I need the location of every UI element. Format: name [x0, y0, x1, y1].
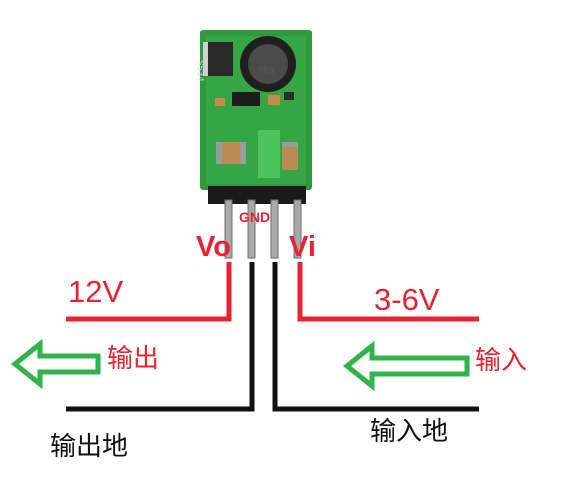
input-voltage-label: 3-6V	[374, 282, 440, 317]
input-ground-wire	[272, 262, 479, 412]
pin-vo	[224, 199, 233, 259]
input-ground-label: 输入地	[370, 417, 449, 447]
output-ground-label: 输出地	[50, 432, 129, 462]
copper-trace	[258, 130, 280, 178]
output-voltage-label: 12V	[68, 274, 124, 309]
smd-capacitor	[268, 95, 280, 105]
boost-module	[200, 30, 312, 259]
diode-band	[203, 42, 208, 76]
pin-vo-label: Vo	[196, 231, 231, 263]
capacitor-left	[216, 142, 246, 164]
capacitor-left-cap2	[240, 142, 246, 164]
input-label: 输入	[475, 346, 528, 376]
output-label: 输出	[107, 344, 160, 374]
capacitor-right-cap	[282, 142, 298, 147]
input-positive-wire	[297, 262, 479, 322]
output-positive-wire	[66, 262, 232, 322]
smd-part	[284, 92, 294, 100]
input-arrow-icon	[342, 340, 470, 392]
capacitor-left-cap	[216, 142, 222, 164]
pin-vi-label: Vi	[289, 231, 316, 263]
pin-gnd-label: GND	[239, 209, 271, 225]
pin-gnd-2	[270, 199, 279, 259]
diode-marking: SS34	[195, 60, 205, 82]
ic-chip	[232, 92, 260, 106]
output-arrow-icon	[10, 338, 101, 390]
pin-vi	[293, 199, 302, 259]
capacitor-right	[282, 142, 298, 170]
pin-gnd-1	[247, 199, 256, 259]
smd-resistor	[215, 98, 225, 106]
inductor-core	[248, 44, 288, 84]
header-base	[208, 186, 306, 204]
output-ground-wire	[66, 262, 255, 412]
